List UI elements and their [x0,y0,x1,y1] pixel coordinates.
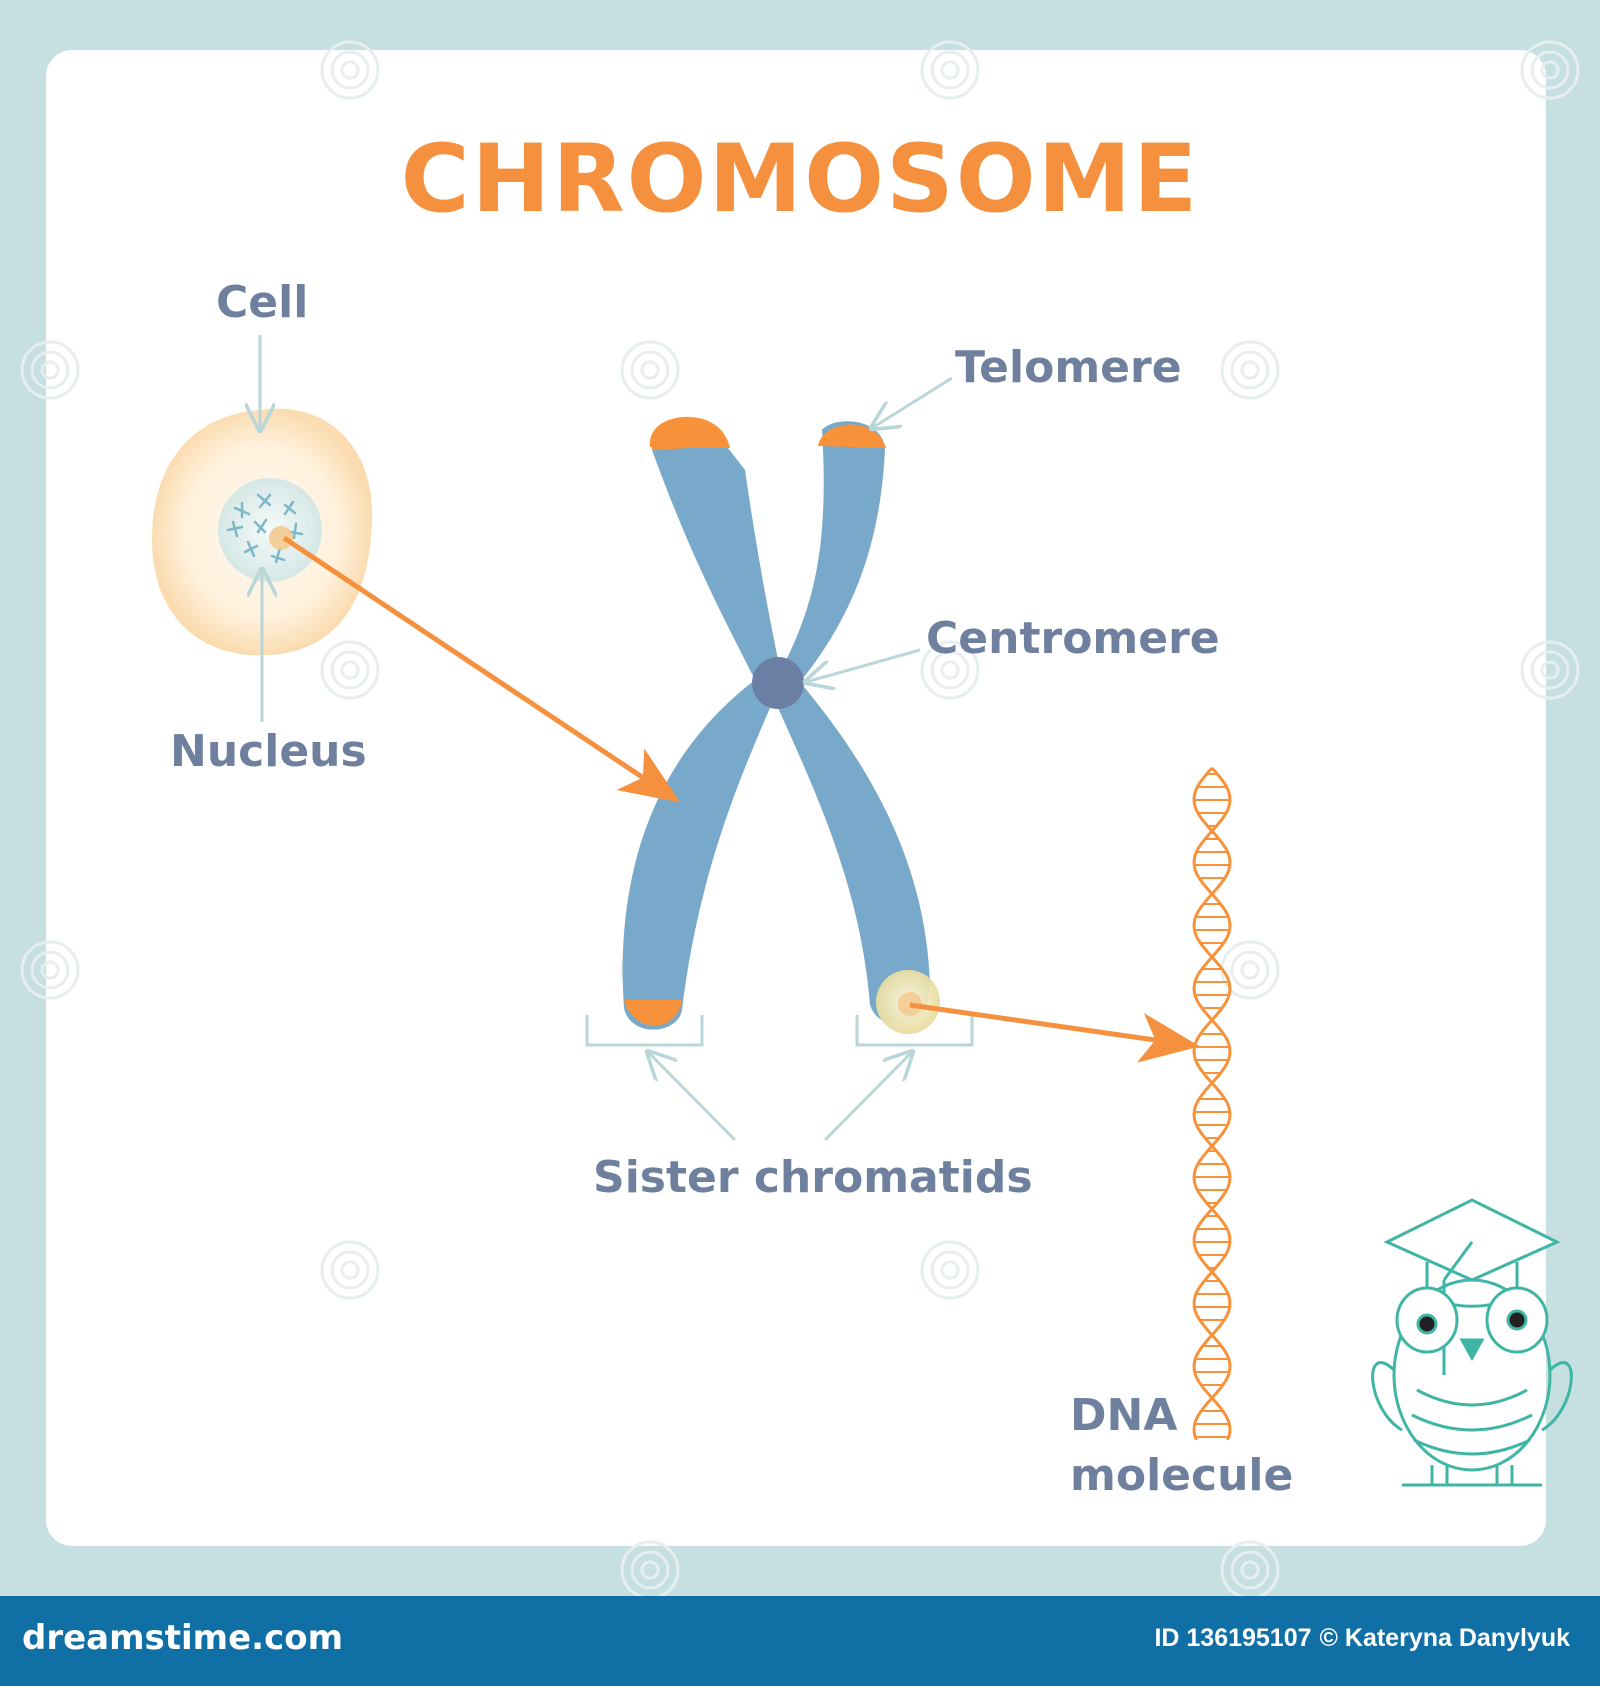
pointer-lines [260,335,953,1142]
chromatid-left [622,426,782,1030]
spiral-watermark-icon [320,40,380,100]
watermark-spirals [20,40,1580,1600]
diagram-panel [46,50,1546,1546]
zoom-arrows [282,535,1200,1063]
label-telomere: Telomere [955,342,1182,393]
sister-chromatid-brackets [585,1015,974,1047]
owl-graduate-icon [1371,1198,1573,1487]
telomere-bottom-left [624,1000,682,1026]
dna-strand-1 [1192,766,1232,1441]
spiral-watermark-icon [1220,1540,1280,1600]
dna-helix [1192,766,1232,1441]
bracket-left [585,1015,704,1047]
image-id: ID 136195107 [1154,1624,1312,1652]
label-dna-line1: DNA [1070,1390,1178,1441]
image-author: © Kateryna Danylyuk [1319,1624,1570,1652]
spiral-watermark-icon [20,340,80,400]
footer-bar: dreamstime.com ID 136195107© Kateryna Da… [0,1596,1600,1686]
spiral-watermark-icon [620,340,680,400]
nucleus-to-chromosome-arrow [282,535,681,803]
bracket-right [855,1015,974,1047]
cell-illustration [152,408,373,656]
chromatid-right [770,421,930,1025]
spiral-watermark-icon [920,1240,980,1300]
brand-link[interactable]: dreamstime.com [22,1618,344,1658]
label-cell: Cell [216,277,309,328]
label-nucleus: Nucleus [170,726,367,777]
spiral-watermark-icon [20,940,80,1000]
spiral-watermark-icon [920,40,980,100]
spiral-watermark-icon [1520,40,1580,100]
chromatid-to-dna-arrow [909,1002,1200,1063]
centromere-pointer [806,648,921,682]
spiral-watermark-icon [1220,340,1280,400]
spiral-watermark-icon [620,1540,680,1600]
sister-pointer-left [648,1052,737,1142]
chromosome [622,416,940,1034]
spiral-watermark-icon [920,640,980,700]
spiral-watermark-icon [320,640,380,700]
sister-pointer-right [823,1052,912,1142]
label-sister-chromatids: Sister chromatids [593,1152,1033,1203]
dna-strand-2 [1192,766,1232,1441]
chromatid-zoom-core [898,992,922,1016]
telomere-pointer [872,376,953,428]
cell-nucleus [218,478,322,582]
spiral-watermark-icon [1520,640,1580,700]
spiral-watermark-icon [320,1240,380,1300]
nucleus-highlight [269,526,293,550]
label-dna-line2: molecule [1070,1450,1294,1501]
centromere [752,657,804,709]
label-centromere: Centromere [926,613,1220,664]
telomere-top-left [649,416,730,450]
image-credit: ID 136195107© Kateryna Danylyuk [1146,1624,1570,1653]
nucleus-chromosomes [226,493,304,564]
diagram-title: CHROMOSOME [400,125,1200,234]
